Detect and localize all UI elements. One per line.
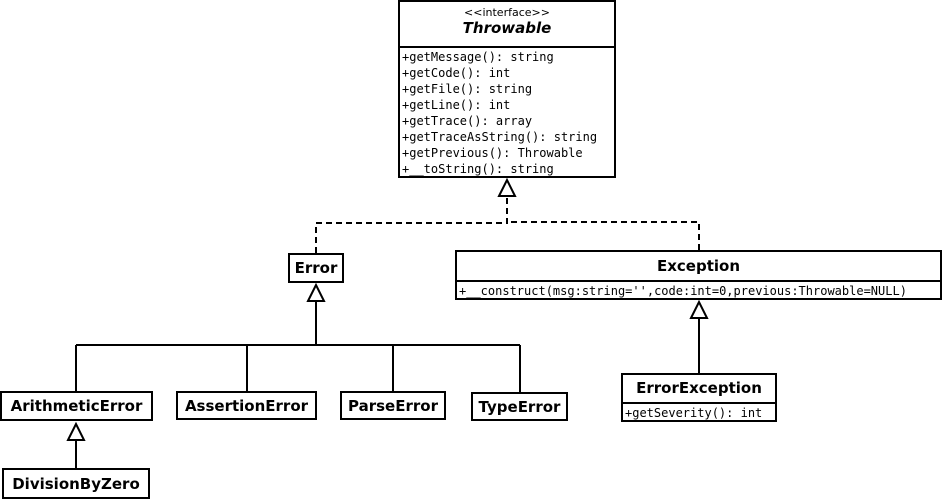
arithmetic-error-class-box: ArithmeticError (0, 391, 153, 421)
throwable-interface-box: <<interface>> Throwable +getMessage(): s… (398, 0, 616, 178)
throwable-operation: +__toString(): string (402, 162, 554, 176)
type-error-class-box: TypeError (471, 392, 568, 421)
realization-edges (315, 196, 700, 253)
exception-generalization-arrowhead (689, 299, 709, 319)
division-by-zero-class-box: DivisionByZero (2, 468, 150, 499)
throwable-operation: +getCode(): int (402, 66, 511, 80)
throwable-name: Throwable (462, 19, 552, 37)
throwable-stereotype: <<interface>> (464, 6, 550, 19)
throwable-realization-arrowhead (497, 177, 517, 197)
parse-error-class-name: ParseError (348, 396, 438, 415)
error-exception-class-name: ErrorException (636, 379, 762, 397)
division-by-zero-class-name: DivisionByZero (12, 474, 140, 493)
throwable-operations: +getMessage(): string +getCode(): int +g… (400, 46, 614, 177)
throwable-operation: +getMessage(): string (402, 50, 554, 64)
error-generalization-arrowhead (306, 282, 326, 302)
error-class-box: Error (288, 253, 344, 283)
error-generalization-edges (75, 300, 521, 393)
error-exception-operation: +getSeverity(): int (625, 406, 763, 420)
exception-operation: +__construct(msg:string='',code:int=0,pr… (459, 284, 907, 298)
error-class-name: Error (294, 259, 338, 277)
throwable-operation: +getTraceAsString(): string (402, 130, 598, 144)
error-realizes-throwable-line (315, 196, 508, 253)
assertion-error-class-name: AssertionError (184, 396, 309, 415)
throwable-header: <<interface>> Throwable (400, 2, 614, 46)
exception-realizes-throwable-line (507, 221, 700, 250)
assertion-error-class-box: AssertionError (176, 391, 317, 420)
throwable-operation: +getPrevious(): Throwable (402, 146, 583, 160)
arithmetic-error-generalization-arrowhead (66, 421, 86, 441)
exception-class-box: Exception +__construct(msg:string='',cod… (455, 250, 942, 300)
arithmetic-error-class-name: ArithmeticError (10, 397, 143, 415)
error-exception-operations: +getSeverity(): int (623, 402, 775, 421)
exception-operations: +__construct(msg:string='',code:int=0,pr… (457, 280, 940, 299)
type-error-class-name: TypeError (478, 397, 561, 416)
error-exception-class-box: ErrorException +getSeverity(): int (621, 373, 777, 422)
exception-class-name: Exception (656, 257, 741, 275)
throwable-operation: +getLine(): int (402, 98, 511, 112)
parse-error-class-box: ParseError (340, 391, 446, 420)
throwable-operation: +getFile(): string (402, 82, 533, 96)
throwable-operation: +getTrace(): array (402, 114, 533, 128)
